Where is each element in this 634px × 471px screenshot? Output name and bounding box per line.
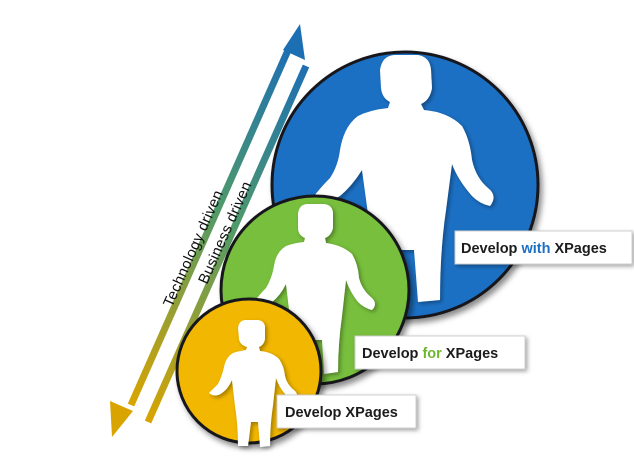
person-silhouette-large-icon — [314, 55, 494, 302]
label-develop-for-xpages: Develop for XPages — [354, 335, 526, 370]
label-with-suffix: XPages — [550, 241, 606, 257]
label-for-keyword: for — [422, 346, 442, 362]
business-arrow-shaft — [144, 64, 310, 424]
label-for-suffix: XPages — [442, 346, 498, 362]
business-driven-arrow — [110, 64, 310, 437]
person-silhouette-medium-icon — [254, 204, 375, 374]
label-with-prefix: Develop — [461, 241, 521, 257]
label-xpages-text: Develop XPages — [285, 405, 398, 421]
person-silhouette-small-icon — [209, 320, 297, 447]
svg-text:Develop with XPages: Develop with XPages — [461, 241, 607, 257]
arrow-up-icon — [283, 24, 305, 60]
label-develop-with-xpages: Develop with XPages — [454, 230, 633, 265]
arrow-down-icon — [110, 401, 133, 437]
svg-text:Develop for XPages: Develop for XPages — [362, 346, 498, 362]
label-with-keyword: with — [520, 241, 550, 257]
technology-arrow-shaft — [127, 46, 293, 407]
technology-driven-arrow — [127, 24, 305, 407]
label-for-prefix: Develop — [362, 346, 422, 362]
label-develop-xpages: Develop XPages — [276, 394, 417, 429]
